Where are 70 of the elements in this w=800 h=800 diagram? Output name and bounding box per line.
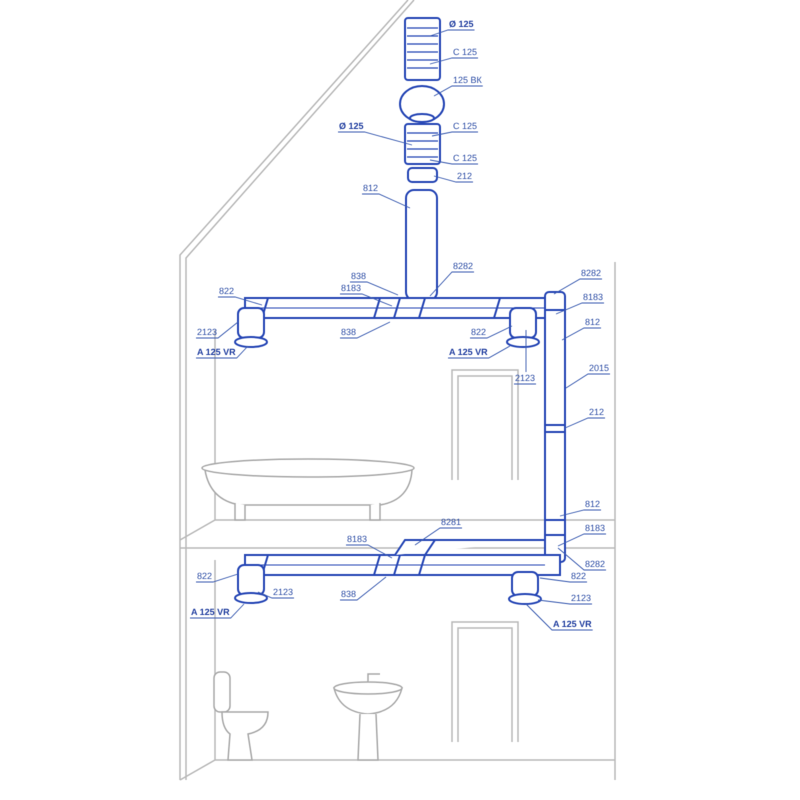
leader-line	[470, 326, 512, 338]
part-number-label: 2123	[272, 587, 294, 598]
leader-line	[430, 272, 474, 296]
leader-line	[340, 576, 386, 600]
part-number-label: 125 ВК	[452, 75, 483, 86]
leader-line	[434, 86, 484, 96]
part-number-label: A 125 VR	[196, 347, 237, 358]
part-number-label: 822	[218, 286, 236, 297]
part-number-label: 8183	[584, 523, 606, 534]
part-number-label: A 125 VR	[448, 347, 489, 358]
part-number-label: 838	[340, 327, 358, 338]
part-number-label: 212	[456, 171, 474, 182]
leader-line	[340, 322, 390, 338]
leader-line	[560, 510, 602, 516]
part-number-label: 838	[350, 271, 368, 282]
leader-line	[414, 528, 462, 546]
leader-line	[430, 58, 478, 64]
part-number-label: A 125 VR	[552, 619, 593, 630]
leader-line	[566, 374, 610, 388]
leader-line	[196, 574, 238, 582]
part-number-label: 2015	[588, 363, 610, 374]
leader-line	[554, 278, 602, 294]
leader-line	[558, 548, 606, 570]
leader-line	[432, 132, 478, 136]
leader-line	[362, 194, 410, 208]
part-number-label: 212	[588, 407, 606, 418]
part-number-label: 812	[362, 183, 380, 194]
leader-line	[258, 592, 294, 598]
part-number-label: 822	[570, 571, 588, 582]
part-number-label: Ø 125	[448, 19, 475, 30]
leader-line	[558, 534, 606, 546]
leader-line	[556, 302, 604, 314]
part-number-label: 8183	[346, 534, 368, 545]
part-number-label: C 125	[452, 47, 478, 58]
part-number-label: 812	[584, 317, 602, 328]
part-number-label: 8282	[580, 268, 602, 279]
leader-line	[430, 30, 475, 36]
part-number-label: C 125	[452, 121, 478, 132]
part-number-label: 8183	[340, 283, 362, 294]
leader-line	[340, 294, 392, 306]
part-number-label: 838	[340, 589, 358, 600]
leader-line	[350, 282, 398, 296]
part-number-label: 822	[196, 571, 214, 582]
part-number-label: 8282	[452, 261, 474, 272]
part-number-label: 8183	[582, 292, 604, 303]
leader-line	[338, 132, 412, 146]
leader-line	[190, 604, 244, 618]
leader-line	[346, 544, 392, 558]
part-number-label: C 125	[452, 153, 478, 164]
leader-line	[430, 160, 478, 164]
part-number-label: A 125 VR	[190, 607, 231, 618]
leader-line	[218, 296, 262, 306]
part-number-label: 2123	[570, 593, 592, 604]
part-number-label: Ø 125	[338, 121, 365, 132]
leader-line	[434, 176, 474, 182]
part-number-label: 8282	[584, 559, 606, 570]
part-number-label: 822	[470, 327, 488, 338]
part-number-label: 8281	[440, 517, 462, 528]
leader-line	[196, 322, 238, 338]
leader-line	[564, 418, 606, 428]
leader-line	[562, 328, 602, 340]
leader-line	[196, 346, 248, 358]
part-number-label: 812	[584, 499, 602, 510]
part-number-label: 2123	[514, 373, 536, 384]
leader-line	[514, 330, 536, 384]
leader-line	[538, 600, 592, 604]
leader-line	[540, 578, 588, 582]
part-number-label: 2123	[196, 327, 218, 338]
leader-line	[448, 346, 510, 358]
leader-line	[526, 604, 594, 630]
